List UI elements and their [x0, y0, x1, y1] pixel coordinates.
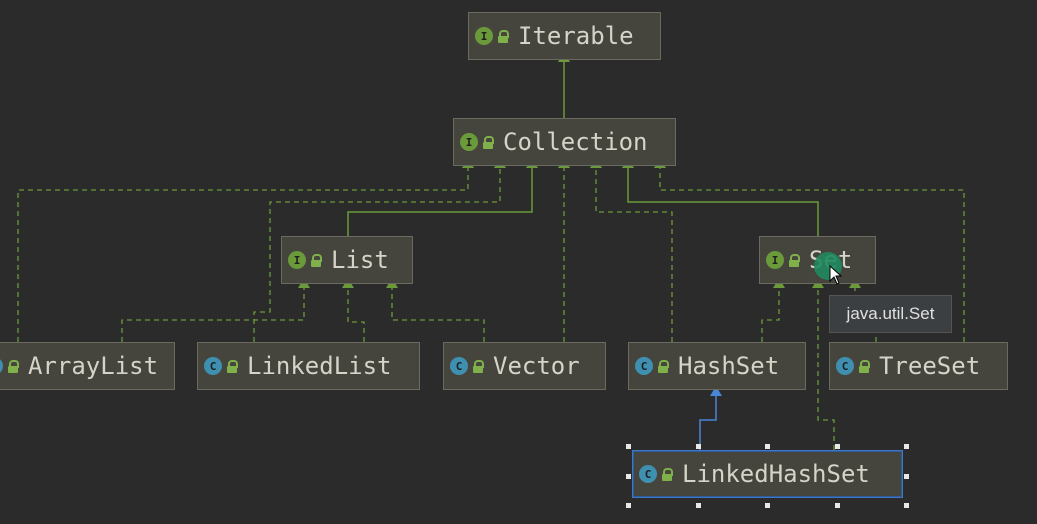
node-collection[interactable]: I Collection	[453, 118, 676, 166]
selection-handle[interactable]	[626, 444, 631, 449]
node-treeset[interactable]: C TreeSet	[829, 342, 1008, 390]
selection-handle[interactable]	[696, 503, 701, 508]
node-label: Collection	[503, 128, 648, 156]
node-label: LinkedList	[247, 352, 392, 380]
node-label: HashSet	[678, 352, 780, 380]
node-list[interactable]: I List	[281, 236, 413, 284]
edge-arraylist-collection	[17, 158, 474, 342]
interface-icon: I	[460, 133, 478, 151]
class-icon: C	[635, 357, 653, 375]
node-label: Iterable	[518, 22, 634, 50]
node-label: LinkedHashSet	[682, 460, 870, 488]
node-linkedhashset[interactable]: C LinkedHashSet	[632, 450, 903, 498]
node-label: ArrayList	[28, 352, 159, 380]
selection-handle[interactable]	[696, 444, 701, 449]
class-icon: C	[836, 357, 854, 375]
selection-handle[interactable]	[904, 503, 909, 508]
class-icon: C	[450, 357, 468, 375]
public-lock-icon	[496, 27, 510, 45]
selection-handle[interactable]	[835, 444, 840, 449]
edge-arraylist-list	[121, 278, 310, 342]
class-icon: C	[204, 357, 222, 375]
edge-hashset-collection	[590, 158, 673, 342]
selection-handle[interactable]	[765, 444, 770, 449]
public-lock-icon	[857, 357, 871, 375]
node-arraylist[interactable]: C ArrayList	[0, 342, 175, 390]
public-lock-icon	[787, 251, 801, 269]
interface-icon: I	[475, 27, 493, 45]
public-lock-icon	[471, 357, 485, 375]
node-vector[interactable]: C Vector	[443, 342, 606, 390]
selection-handle[interactable]	[626, 503, 631, 508]
node-iterable[interactable]: I Iterable	[468, 12, 661, 60]
edge-linkedhashset-set	[812, 278, 835, 450]
interface-icon: I	[766, 251, 784, 269]
edge-linkedlist-collection	[253, 158, 506, 342]
mouse-pointer-icon	[829, 265, 843, 285]
node-hashset[interactable]: C HashSet	[628, 342, 806, 390]
class-icon: C	[639, 465, 657, 483]
public-lock-icon	[225, 357, 239, 375]
selection-handle[interactable]	[904, 444, 909, 449]
edge-linkedhashset-hashset	[699, 386, 722, 450]
edge-set-collection	[622, 158, 819, 236]
public-lock-icon	[660, 465, 674, 483]
node-label: TreeSet	[879, 352, 981, 380]
selection-handle[interactable]	[765, 503, 770, 508]
interface-icon: I	[288, 251, 306, 269]
node-linkedlist[interactable]: C LinkedList	[197, 342, 420, 390]
node-label: Vector	[493, 352, 580, 380]
public-lock-icon	[6, 357, 20, 375]
edge-list-collection	[347, 158, 538, 236]
selection-handle[interactable]	[626, 474, 631, 479]
edge-vector-list	[386, 278, 485, 342]
selection-handle[interactable]	[904, 474, 909, 479]
tooltip: java.util.Set	[829, 295, 952, 333]
public-lock-icon	[481, 133, 495, 151]
selection-handle[interactable]	[835, 503, 840, 508]
edge-treeset-collection	[654, 158, 965, 342]
class-icon: C	[0, 357, 3, 375]
node-label: List	[331, 246, 389, 274]
public-lock-icon	[309, 251, 323, 269]
public-lock-icon	[656, 357, 670, 375]
edge-hashset-set	[761, 278, 785, 342]
edge-linkedlist-list	[342, 278, 365, 342]
